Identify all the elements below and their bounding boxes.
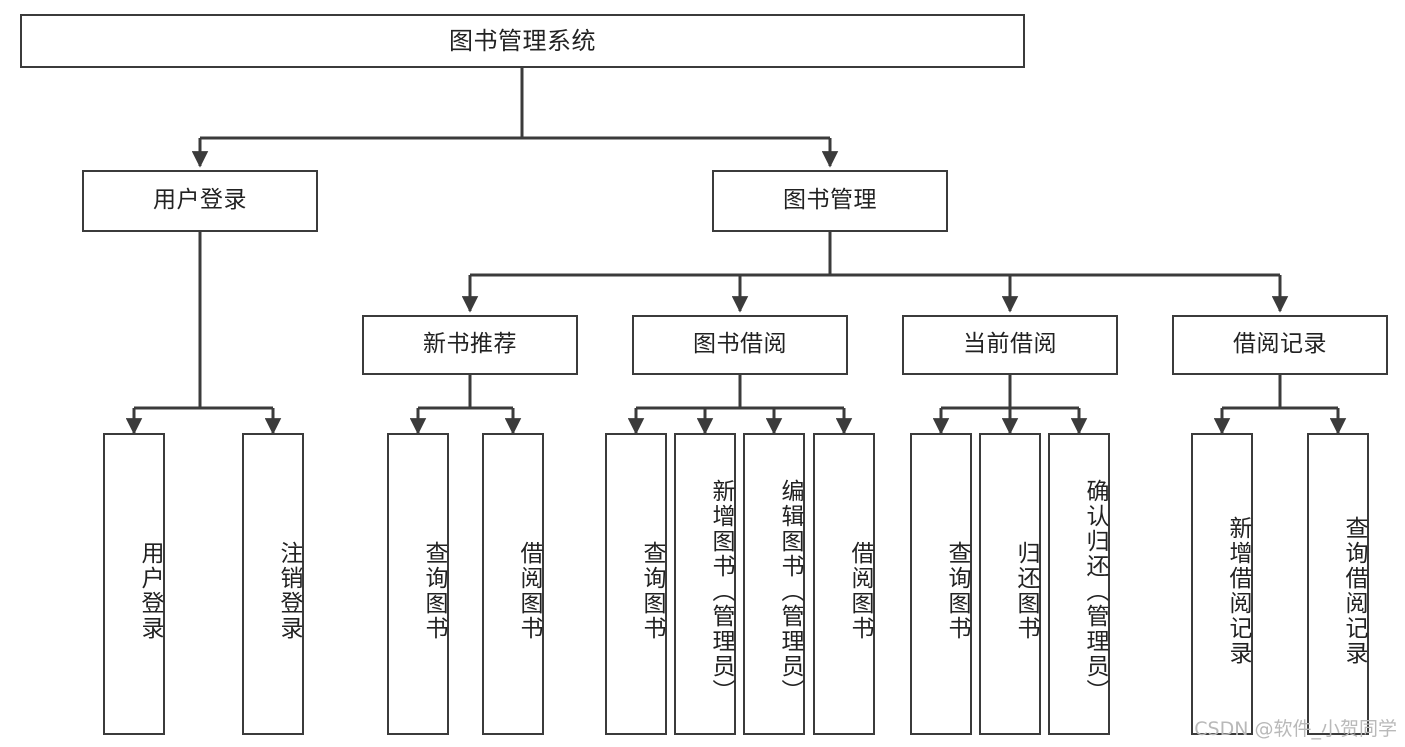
node-leaf-return-book[interactable]: 归还图书 <box>979 433 1041 735</box>
node-leaf-edit-book-admin[interactable]: 编辑图书（管理员） <box>743 433 805 735</box>
node-user-login[interactable]: 用户登录 <box>82 170 318 232</box>
node-leaf-add-borrow-record[interactable]: 新增借阅记录 <box>1191 433 1253 735</box>
node-new-book-recommend[interactable]: 新书推荐 <box>362 315 578 375</box>
node-leaf-user-login[interactable]: 用户登录 <box>103 433 165 735</box>
node-leaf-logout-login[interactable]: 注销登录 <box>242 433 304 735</box>
node-book-management[interactable]: 图书管理 <box>712 170 948 232</box>
node-leaf-borrow-book-borrow[interactable]: 借阅图书 <box>813 433 875 735</box>
node-current-borrow[interactable]: 当前借阅 <box>902 315 1118 375</box>
node-leaf-confirm-return-admin[interactable]: 确认归还（管理员） <box>1048 433 1110 735</box>
node-leaf-add-book-admin[interactable]: 新增图书（管理员） <box>674 433 736 735</box>
node-book-borrow[interactable]: 图书借阅 <box>632 315 848 375</box>
node-leaf-borrow-book-recommend[interactable]: 借阅图书 <box>482 433 544 735</box>
node-leaf-query-book-borrow[interactable]: 查询图书 <box>605 433 667 735</box>
node-leaf-query-borrow-record[interactable]: 查询借阅记录 <box>1307 433 1369 735</box>
csdn-watermark: CSDN @软件_小贺同学 <box>1194 718 1397 740</box>
node-leaf-query-book-recommend[interactable]: 查询图书 <box>387 433 449 735</box>
node-root-system[interactable]: 图书管理系统 <box>20 14 1025 68</box>
node-leaf-query-book-current[interactable]: 查询图书 <box>910 433 972 735</box>
node-borrow-record[interactable]: 借阅记录 <box>1172 315 1388 375</box>
